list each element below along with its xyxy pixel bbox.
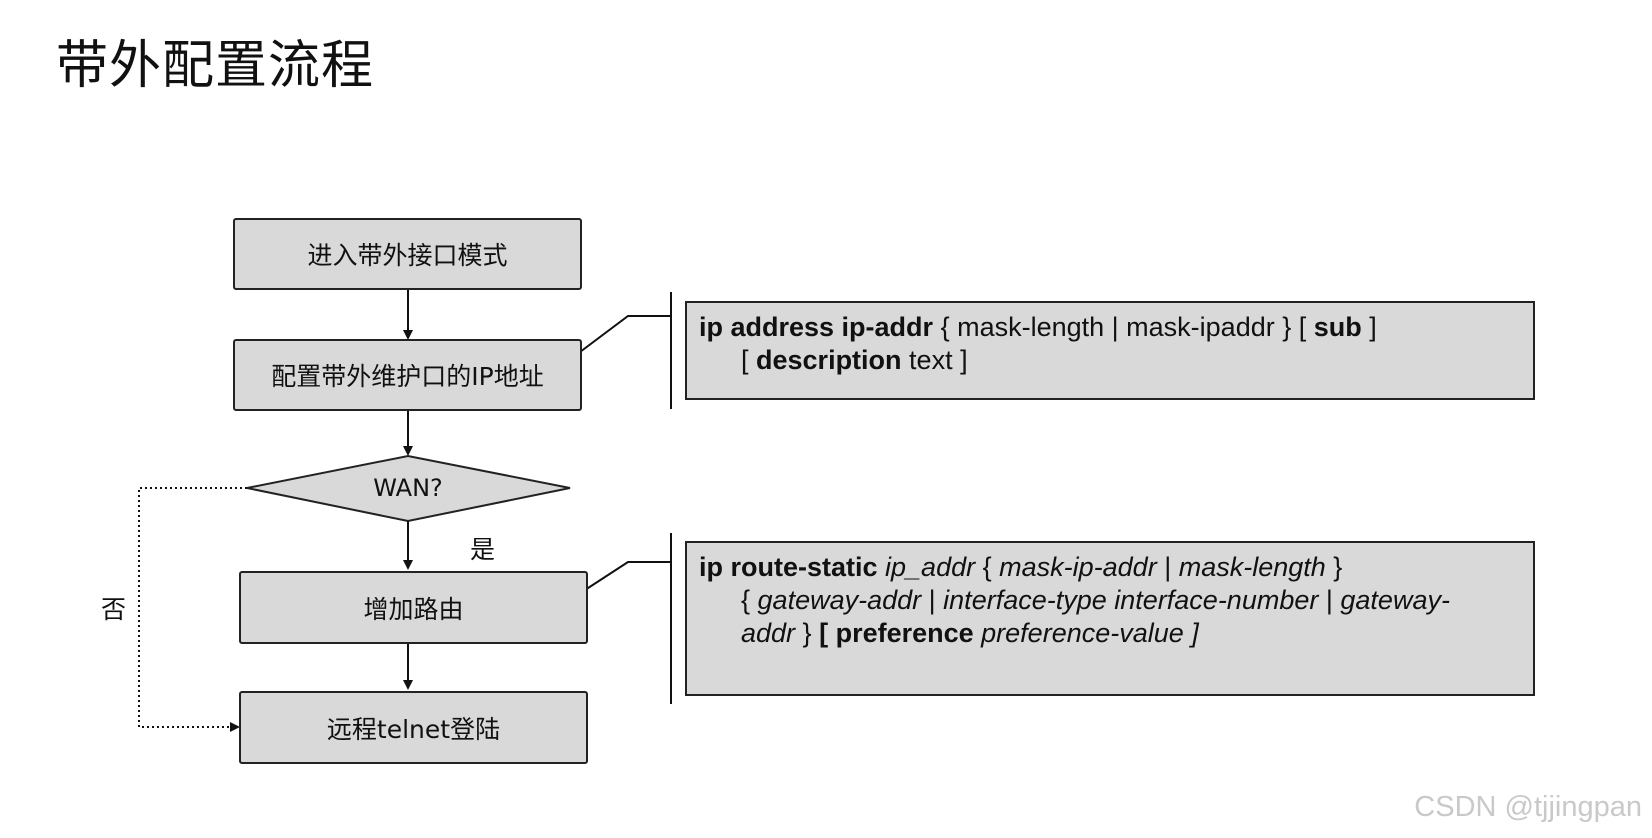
step-add-route-label: 增加路由 [363,594,464,624]
yes-label: 是 [470,535,496,564]
cmd-text: [ [741,345,757,375]
cmd-keyword: sub [1313,312,1362,342]
cmd-text: { [741,585,758,615]
cmd-keyword: [ preference [819,618,982,648]
cmd-route-static-line1: ip route-static ip_addr { mask-ip-addr |… [699,551,1521,584]
decision-label: WAN? [373,474,443,502]
cmd-text: } [795,618,820,648]
cmd-text: | [921,585,944,615]
step-telnet-login: 远程telnet登陆 [239,691,588,764]
decision-diamond [246,454,571,523]
cmd-keyword: description [756,345,902,375]
step-config-oob-ip: 配置带外维护口的IP地址 [233,339,582,411]
step-config-oob-ip-label: 配置带外维护口的IP地址 [271,362,544,391]
cmd-param: addr [741,618,796,648]
cmd-ip-address-line1: ip address ip-addr { mask-length | mask-… [699,311,1521,344]
cmd-text: } [1325,552,1343,582]
cmd-text: { mask-length | mask-ipaddr } [ [933,312,1314,342]
cmd-param: mask-ip-addr [999,552,1157,582]
arrow-no-branch [138,487,247,732]
cmd-route-static: ip route-static ip_addr { mask-ip-addr |… [685,541,1535,696]
callout-ip-address [579,315,671,353]
cmd-param: interface-type interface-number [943,585,1319,615]
cmd-param: gateway- [1340,585,1450,615]
cmd-route-static-line3: addr } [ preference preference-value ] [699,617,1521,650]
cmd-keyword: ip route-static [699,552,886,582]
cmd-keyword: ip address ip-addr [699,312,934,342]
cmd-text: ] [1361,312,1377,342]
step-enter-oob-interface-label: 进入带外接口模式 [307,241,508,270]
cmd-param: preference-value ] [981,618,1199,648]
cmd-text: | [1156,552,1179,582]
cmd-ip-address-line2: [ description text ] [699,344,1521,377]
cmd-param: ip_addr [885,552,976,582]
no-label: 否 [101,595,127,624]
cmd-param: gateway-addr [757,585,922,615]
step-enter-oob-interface: 进入带外接口模式 [233,218,582,290]
step-add-route: 增加路由 [239,571,588,644]
callout-route-static [584,561,671,591]
page-title: 带外配置流程 [56,36,375,96]
cmd-route-static-line2: { gateway-addr | interface-type interfac… [699,584,1521,617]
cmd-ip-address: ip address ip-addr { mask-length | mask-… [685,301,1535,400]
watermark: CSDN @tjjingpan [1414,791,1642,823]
cmd-param: mask-length [1178,552,1326,582]
step-telnet-login-label: 远程telnet登陆 [326,714,501,744]
cmd-text: { [975,552,1000,582]
cmd-text: | [1318,585,1341,615]
cmd-text: text ] [901,345,968,375]
